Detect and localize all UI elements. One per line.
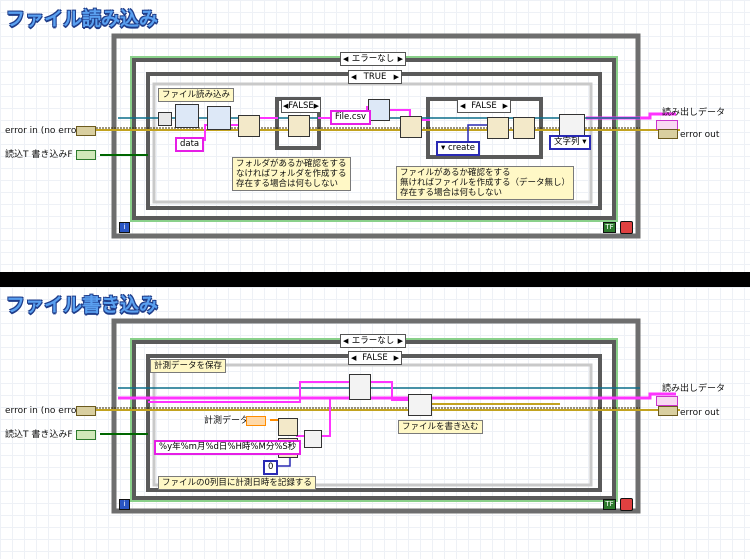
case-selector-file[interactable]: ◀FALSE▶ bbox=[457, 99, 511, 113]
error-out-label-2: error out bbox=[680, 408, 720, 418]
string-enum-constant[interactable]: 文字列 ▾ bbox=[549, 135, 592, 150]
bool-control-label-2: 読込T 書き込みF bbox=[5, 430, 73, 440]
loop-stop-bool-2: TF bbox=[603, 499, 616, 510]
loop-index-terminal: i bbox=[119, 222, 130, 233]
comment-file-line-2: 無ければファイルを作成する（データ無し） bbox=[400, 178, 571, 188]
data-folder-constant[interactable]: data bbox=[175, 137, 205, 152]
comment-folder-line-3: 存在する場合は何もしない bbox=[236, 179, 339, 189]
heading-file-read: ファイル読み込み bbox=[6, 8, 159, 30]
error-out-indicator-2[interactable] bbox=[658, 406, 678, 416]
stop-condition-icon-2[interactable] bbox=[620, 498, 633, 511]
case-selector-false[interactable]: ◀FALSE▶ bbox=[348, 351, 402, 365]
build-path-icon[interactable] bbox=[175, 104, 199, 128]
write-spreadsheet-icon[interactable] bbox=[408, 394, 432, 416]
build-array-icon[interactable] bbox=[349, 374, 371, 400]
error-out-label: error out bbox=[680, 130, 720, 140]
bool-control-label: 読込T 書き込みF bbox=[5, 150, 73, 160]
filename-constant[interactable]: File.csv bbox=[330, 110, 372, 125]
while-loop-frame bbox=[111, 33, 641, 239]
read-data-label: 読み出しデータ bbox=[662, 108, 726, 118]
comment-folder: フォルダがあるか確認をする なければフォルダを作成する 存在する場合は何もしない bbox=[232, 157, 351, 191]
case-selector-error[interactable]: ◀エラーなし▶ bbox=[340, 52, 406, 66]
measure-data-control[interactable] bbox=[246, 416, 266, 426]
stop-condition-icon[interactable] bbox=[620, 221, 633, 234]
while-loop-frame-2 bbox=[111, 318, 641, 514]
error-in-control-2[interactable] bbox=[76, 406, 96, 416]
error-in-label-2: error in (no error) bbox=[5, 406, 84, 416]
sequence-frame-2 bbox=[152, 363, 593, 487]
case-selector-error-2[interactable]: ◀エラーなし▶ bbox=[340, 334, 406, 348]
build-array-2-icon[interactable] bbox=[304, 430, 322, 448]
read-write-bool-control[interactable] bbox=[76, 150, 96, 160]
read-write-bool-control-2[interactable] bbox=[76, 430, 96, 440]
date-format-constant[interactable]: %y年%m月%d日%H時%M分%S秒 bbox=[154, 440, 302, 455]
strip-path-icon[interactable] bbox=[207, 106, 231, 130]
error-out-indicator[interactable] bbox=[658, 129, 678, 139]
comment-file: ファイルがあるか確認をする 無ければファイルを作成する（データ無し） 存在する場… bbox=[396, 166, 575, 200]
loop-stop-bool: TF bbox=[603, 222, 616, 233]
write-file-comment: ファイルを書き込む bbox=[398, 420, 483, 434]
error-in-control[interactable] bbox=[76, 126, 96, 136]
check-folder-icon[interactable] bbox=[238, 115, 260, 137]
sequence-label-2: 計測データを保存 bbox=[150, 359, 227, 373]
check-file-icon[interactable] bbox=[400, 116, 422, 138]
create-enum-constant[interactable]: ▾ create bbox=[436, 141, 480, 156]
comment-folder-line-2: なければフォルダを作成する bbox=[236, 169, 347, 179]
read-data-label-2: 読み出しデータ bbox=[662, 384, 726, 394]
error-in-label: error in (no error) bbox=[5, 126, 84, 136]
create-folder-icon[interactable] bbox=[288, 115, 310, 137]
open-create-file-icon[interactable] bbox=[487, 117, 509, 139]
bottom-diagram-background bbox=[0, 287, 750, 559]
loop-index-terminal-2: i bbox=[119, 499, 130, 510]
case-selector-true[interactable]: ◀TRUE▶ bbox=[348, 70, 402, 84]
heading-file-write: ファイル書き込み bbox=[6, 294, 159, 316]
read-spreadsheet-icon[interactable] bbox=[559, 114, 585, 138]
panel-separator bbox=[0, 272, 750, 287]
comment-file-line-3: 存在する場合は何もしない bbox=[400, 188, 503, 198]
measure-data-label: 計測データ bbox=[204, 416, 250, 426]
path-constant-icon[interactable] bbox=[158, 112, 172, 126]
date-comment: ファイルの0列目に計測日時を記録する bbox=[158, 476, 316, 490]
comment-file-line-1: ファイルがあるか確認をする bbox=[400, 168, 511, 178]
close-file-icon[interactable] bbox=[513, 117, 535, 139]
comment-folder-line-1: フォルダがあるか確認をする bbox=[236, 159, 347, 169]
get-time-icon[interactable] bbox=[278, 418, 298, 436]
sequence-label: ファイル読み込み bbox=[158, 88, 235, 102]
read-data-indicator-2[interactable] bbox=[656, 396, 678, 406]
zero-constant[interactable]: 0 bbox=[263, 460, 279, 475]
case-selector-folder[interactable]: ◀FALSE▶ bbox=[281, 99, 321, 113]
